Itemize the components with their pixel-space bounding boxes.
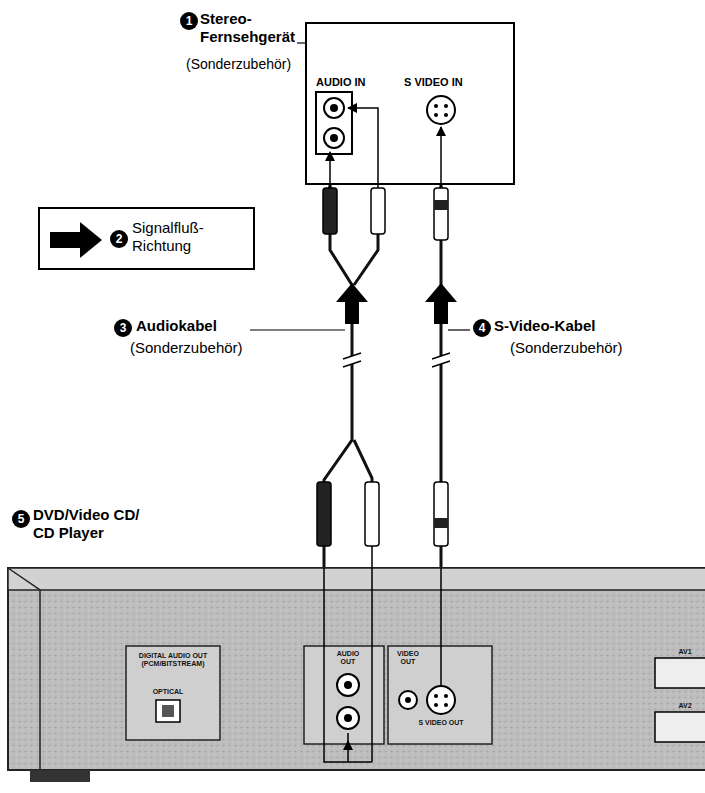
player-box: DVD/Video CD/ CD PlayerDIGITAL AUDIO OUT… xyxy=(8,568,705,770)
node-label: OPTICAL xyxy=(148,688,188,696)
signal-flow-box: Signalfluß- Richtung xyxy=(38,207,255,270)
callout-number: 4 xyxy=(473,319,491,337)
node-label: S VIDEO IN xyxy=(404,76,463,89)
tv-jacks xyxy=(316,92,455,188)
node-label: Signalfluß- Richtung xyxy=(132,219,236,255)
node-label: AUDIO IN xyxy=(316,76,366,89)
audio-cable xyxy=(250,188,385,762)
cable-label: S-Video-Kabel xyxy=(494,317,595,335)
node-label: S VIDEO OUT xyxy=(413,719,469,727)
s-video-cable xyxy=(425,188,470,686)
callout-number: 3 xyxy=(114,319,132,337)
node-label: DIGITAL AUDIO OUT (PCM/BITSTREAM) xyxy=(130,652,216,669)
callout-number: 2 xyxy=(110,230,128,248)
node-label: (Sonderzubehör) xyxy=(186,56,302,73)
node-label: VIDEO OUT xyxy=(391,650,425,667)
cable-label: Audiokabel xyxy=(136,317,217,335)
callout-number: 5 xyxy=(12,510,30,528)
player-body xyxy=(8,568,705,782)
node-heading: Stereo- Fernsehgerät xyxy=(200,10,300,46)
flow-arrow xyxy=(50,222,102,258)
leader-line xyxy=(297,42,305,43)
node-label: AV2 xyxy=(665,702,705,710)
node-label: AV1 xyxy=(665,648,705,656)
note-label: (Sonderzubehör) xyxy=(510,339,623,357)
tv-box: Stereo- Fernsehgerät(Sonderzubehör)AUDIO… xyxy=(305,22,515,185)
note-label: (Sonderzubehör) xyxy=(130,339,243,357)
node-label: AUDIO OUT xyxy=(331,650,365,667)
node-heading: DVD/Video CD/ CD Player xyxy=(33,506,155,542)
callout-number: 1 xyxy=(180,12,198,30)
